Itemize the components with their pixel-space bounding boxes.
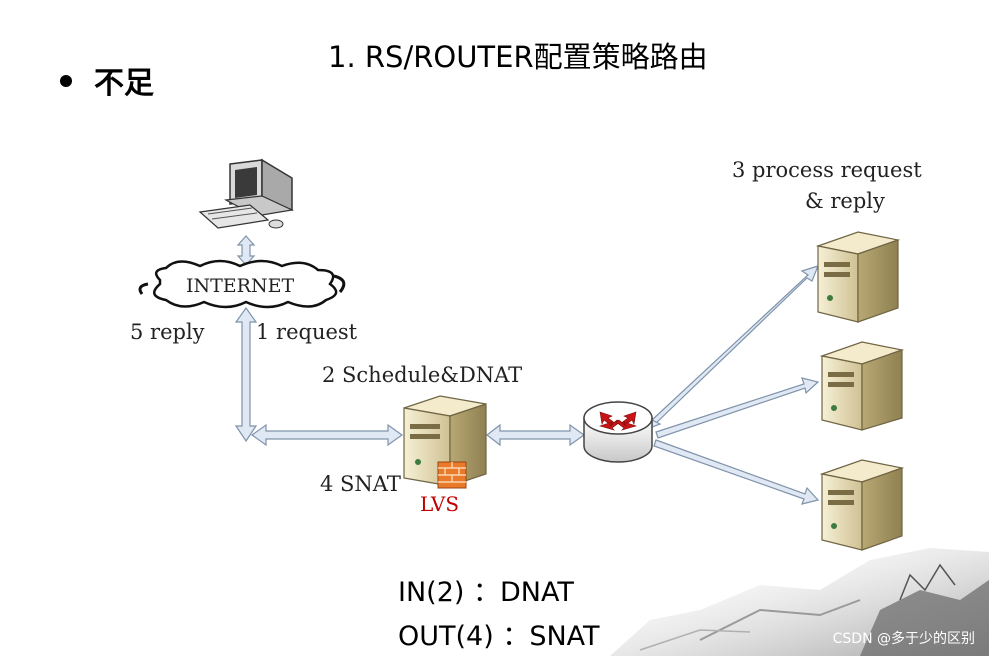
real-server-2-icon	[819, 341, 905, 431]
internet-vertical-arrow	[234, 306, 258, 443]
internet-cloud-label: INTERNET	[186, 275, 295, 297]
lvs-server-icon	[403, 395, 487, 489]
csdn-watermark: CSDN @多于少的区别	[832, 631, 975, 647]
lvs-label: LVS	[420, 492, 460, 516]
bullet-dot-icon	[60, 74, 72, 87]
schedule-dnat-label: 2 Schedule&DNAT	[322, 363, 523, 387]
bullet-point: 不足	[60, 58, 154, 102]
process-request-label: 3 process request	[732, 158, 922, 182]
real-server-1-icon	[815, 231, 901, 323]
desktop-computer-icon	[198, 158, 295, 229]
pc-cloud-arrow	[236, 235, 256, 266]
snat-label: 4 SNAT	[320, 472, 401, 496]
internet-cloud-icon	[138, 259, 346, 309]
landscape-sketch-decoration	[610, 548, 989, 656]
process-reply-label: & reply	[805, 189, 885, 213]
router-server-arrows	[651, 265, 820, 505]
note-in-dnat: IN(2) ：DNAT	[398, 577, 574, 608]
real-server-3-icon	[819, 459, 905, 551]
bullet-label: 不足	[94, 66, 154, 101]
request-label: 1 request	[256, 320, 358, 344]
note-out-snat: OUT(4) ：SNAT	[398, 621, 600, 652]
lvs-router-arrow	[486, 423, 586, 447]
internet-lvs-arrow	[250, 423, 404, 447]
reply-label: 5 reply	[130, 320, 205, 344]
router-icon	[583, 401, 653, 463]
slide-heading: 1. RS/ROUTER配置策略路由	[328, 40, 708, 74]
